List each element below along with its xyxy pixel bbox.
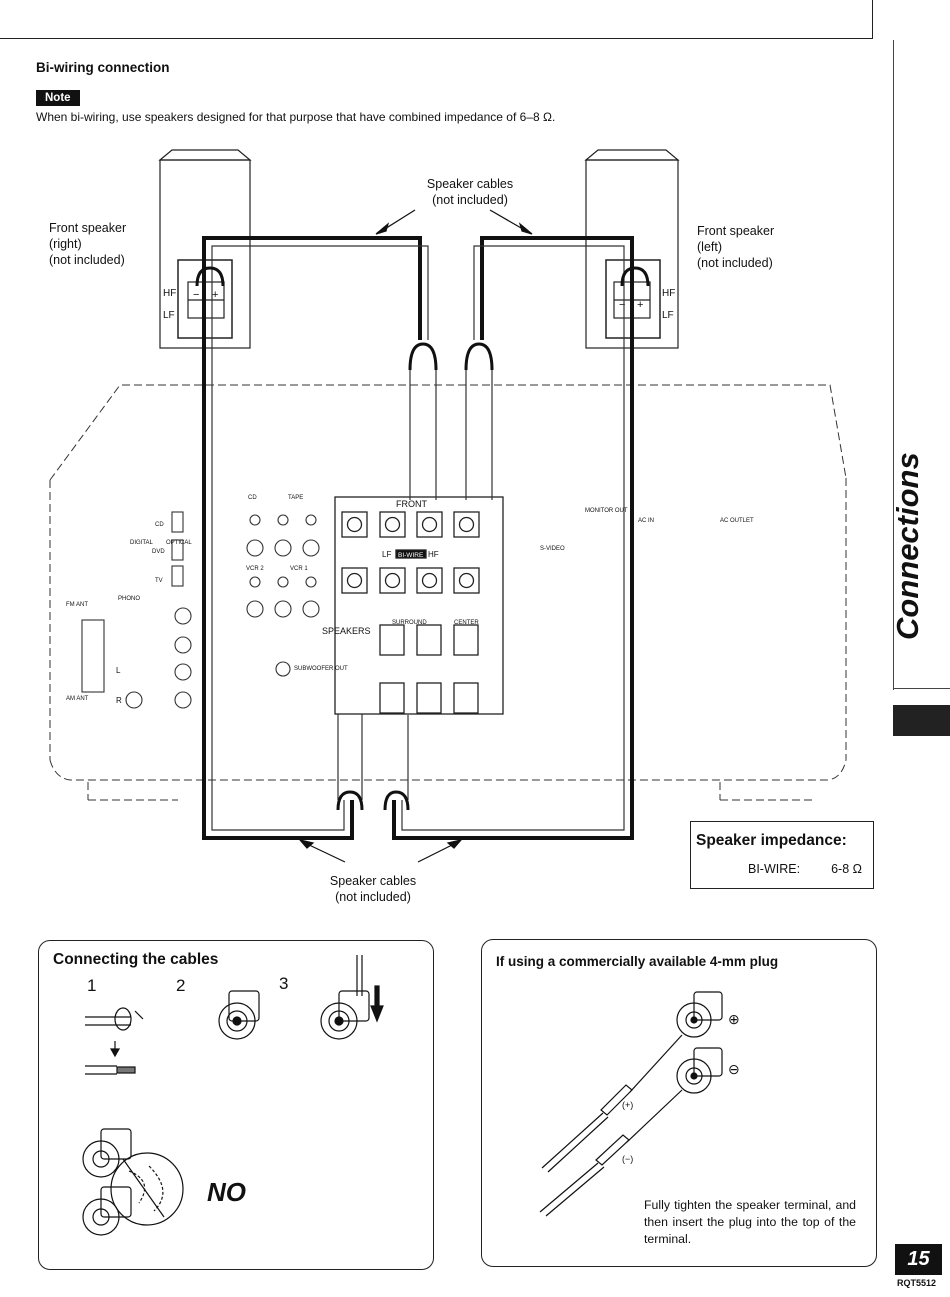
s-video-label: S-VIDEO bbox=[540, 546, 565, 552]
left-speaker-label: Front speaker (left) (not included) bbox=[697, 223, 774, 271]
page-number: 15 bbox=[895, 1244, 942, 1275]
document-code: RQT5512 bbox=[897, 1278, 937, 1288]
side-tab-rule bbox=[893, 688, 950, 689]
cables-top-label: Speaker cables (not included) bbox=[395, 176, 545, 208]
phono-r-label: R bbox=[116, 696, 122, 705]
impedance-value: 6-8 Ω bbox=[831, 862, 862, 876]
note-badge: Note bbox=[36, 90, 80, 106]
biwire-lf-label: LF bbox=[382, 550, 391, 559]
right-speaker-line3: (not included) bbox=[49, 253, 125, 267]
left-speaker-line2: (left) bbox=[697, 240, 722, 254]
four-mm-plug-panel: If using a commercially available 4-mm p… bbox=[481, 939, 877, 1267]
biwire-hf-label: HF bbox=[428, 550, 439, 559]
front-label: FRONT bbox=[396, 499, 427, 509]
impedance-title: Speaker impedance: bbox=[696, 832, 847, 849]
monitor-out-label: MONITOR OUT bbox=[585, 508, 628, 514]
biwire-label: BI-WIRE bbox=[398, 552, 424, 559]
top-rule-corner bbox=[872, 0, 873, 39]
vcr1-label: VCR 1 bbox=[290, 566, 308, 572]
section-title: Bi-wiring connection bbox=[36, 60, 170, 75]
surround-label: SURROUND bbox=[392, 620, 427, 626]
right-speaker-line1: Front speaker bbox=[49, 221, 127, 235]
plus-terminal-icon bbox=[676, 991, 723, 1038]
cable-loops bbox=[195, 266, 650, 811]
step-1-wire-icon bbox=[85, 1007, 144, 1075]
left-speaker-line1: Front speaker bbox=[697, 224, 775, 238]
cables-bottom-label: Speaker cables (not included) bbox=[298, 873, 448, 905]
right-cable-outer bbox=[202, 236, 422, 840]
cable-label-arrows bbox=[298, 209, 533, 863]
right-plus-label: + bbox=[212, 289, 218, 301]
input-jacks bbox=[81, 511, 320, 709]
right-hf-label: HF bbox=[163, 288, 176, 299]
cables-bottom-line1: Speaker cables bbox=[329, 874, 417, 888]
left-minus-label: − bbox=[619, 299, 625, 311]
center-label: CENTER bbox=[454, 620, 479, 626]
impedance-key: BI-WIRE: bbox=[748, 862, 801, 876]
left-lf-label: LF bbox=[662, 310, 674, 321]
connecting-cables-panel: Connecting the cables 1 2 3 bbox=[38, 940, 434, 1270]
step-1-number: 1 bbox=[87, 976, 97, 995]
tape-label: TAPE bbox=[288, 495, 303, 501]
vcr2-label: VCR 2 bbox=[246, 566, 264, 572]
bi-wiring-diagram: HF LF − + HF LF − + bbox=[49, 149, 847, 863]
top-rule bbox=[0, 38, 873, 39]
tv-jack-label: TV bbox=[155, 578, 163, 584]
am-ant-label: AM ANT bbox=[66, 696, 89, 702]
speakers-label: SPEAKERS bbox=[322, 626, 371, 636]
side-tab bbox=[893, 40, 950, 690]
plus-plug-icon bbox=[541, 1034, 683, 1173]
cables-bottom-line2: (not included) bbox=[335, 890, 411, 904]
step-2-number: 2 bbox=[176, 976, 186, 995]
minus-plug-label: (−) bbox=[622, 1154, 633, 1164]
phono-l-label: L bbox=[116, 666, 121, 675]
minus-symbol: ⊖ bbox=[728, 1061, 740, 1077]
left-cable-inner bbox=[401, 245, 625, 831]
four-mm-plug-title: If using a commercially available 4-mm p… bbox=[496, 954, 779, 969]
connecting-cables-title: Connecting the cables bbox=[53, 951, 219, 968]
fm-ant-label: FM ANT bbox=[66, 602, 88, 608]
minus-terminal-icon bbox=[676, 1047, 723, 1094]
dvd-jack-label: DVD bbox=[152, 549, 165, 555]
right-speaker-label: Front speaker (right) (not included) bbox=[49, 220, 126, 268]
speaker-terminal-block bbox=[334, 496, 504, 715]
right-speaker-line2: (right) bbox=[49, 237, 82, 251]
step-3-number: 3 bbox=[279, 974, 289, 993]
right-cable-inner bbox=[211, 245, 437, 831]
optical-label: OPTICAL bbox=[166, 540, 192, 546]
plus-symbol: ⊕ bbox=[728, 1011, 740, 1027]
side-tab-label: Connections bbox=[890, 452, 925, 640]
digital-label: DIGITAL bbox=[130, 540, 154, 546]
no-label: NO bbox=[207, 1177, 246, 1207]
cables-top-line1: Speaker cables bbox=[426, 177, 514, 191]
right-lf-label: LF bbox=[163, 310, 175, 321]
side-tab-marker bbox=[893, 705, 950, 736]
left-cable-outer bbox=[392, 236, 634, 840]
cd-jack-label: CD bbox=[155, 522, 164, 528]
cable-steps-illustration bbox=[82, 955, 384, 1236]
ac-in-label: AC IN bbox=[638, 518, 654, 524]
left-speaker-line3: (not included) bbox=[697, 256, 773, 270]
left-plus-label: + bbox=[637, 299, 643, 311]
right-minus-label: − bbox=[193, 289, 199, 301]
plug-illustration: ⊕ ⊖ (+) (−) bbox=[539, 991, 740, 1217]
step-3-terminal-icon bbox=[320, 955, 384, 1040]
note-text: When bi-wiring, use speakers designed fo… bbox=[36, 110, 556, 124]
speaker-impedance-box: Speaker impedance: BI-WIRE: 6-8 Ω bbox=[690, 821, 874, 889]
plug-instruction: Fully tighten the speaker terminal, and … bbox=[644, 1198, 856, 1246]
phono-label: PHONO bbox=[118, 596, 140, 602]
minus-plug-icon bbox=[539, 1089, 683, 1217]
receiver-outline bbox=[49, 384, 847, 801]
subwoofer-label: SUBWOOFER OUT bbox=[294, 666, 348, 672]
left-hf-label: HF bbox=[662, 288, 675, 299]
cd-label: CD bbox=[248, 495, 257, 501]
step-2-terminal-icon bbox=[218, 990, 260, 1040]
cables-top-line2: (not included) bbox=[432, 193, 508, 207]
ac-outlet-label: AC OUTLET bbox=[720, 518, 754, 524]
no-example-illustration bbox=[82, 1128, 184, 1236]
plus-plug-label: (+) bbox=[622, 1100, 633, 1110]
